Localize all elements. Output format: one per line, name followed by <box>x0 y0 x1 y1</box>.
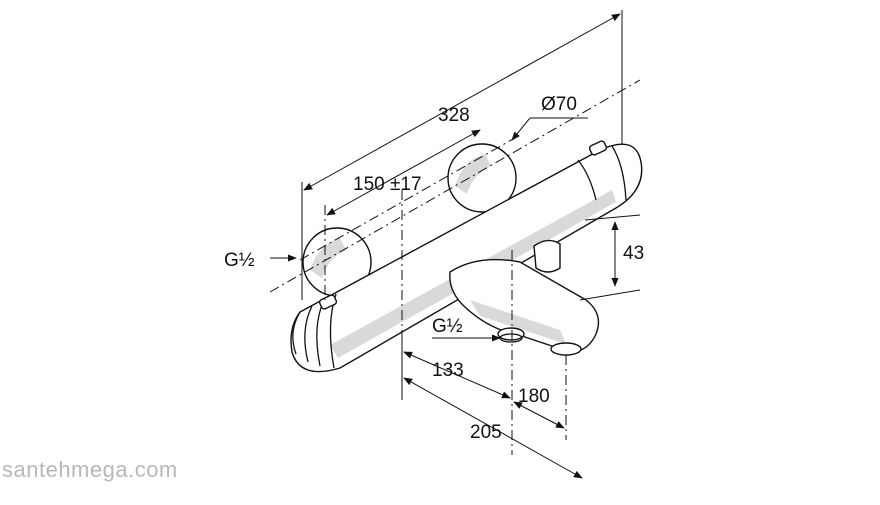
dimension-labels: 328 Ø70 150 ±17 G½ G½ 43 133 180 205 <box>224 94 644 443</box>
label-spout-depth: 180 <box>518 386 550 407</box>
label-inlet-thread: G½ <box>224 250 255 271</box>
label-outlet-offset: 133 <box>432 360 464 381</box>
label-connection-diameter: Ø70 <box>541 94 577 115</box>
dimension-lines <box>270 13 621 479</box>
spout-outlet <box>550 342 582 356</box>
faucet-body <box>290 140 643 373</box>
label-total-depth: 205 <box>470 422 502 443</box>
diverter-knob <box>533 239 561 273</box>
label-center-distance: 150 ±17 <box>353 174 422 195</box>
watermark-text: santehmega.com <box>2 457 178 482</box>
label-overall-width: 328 <box>438 105 470 126</box>
left-stop-button <box>318 294 338 310</box>
label-outlet-height: 43 <box>623 243 644 264</box>
label-outlet-thread: G½ <box>432 316 463 337</box>
spout <box>449 258 600 353</box>
